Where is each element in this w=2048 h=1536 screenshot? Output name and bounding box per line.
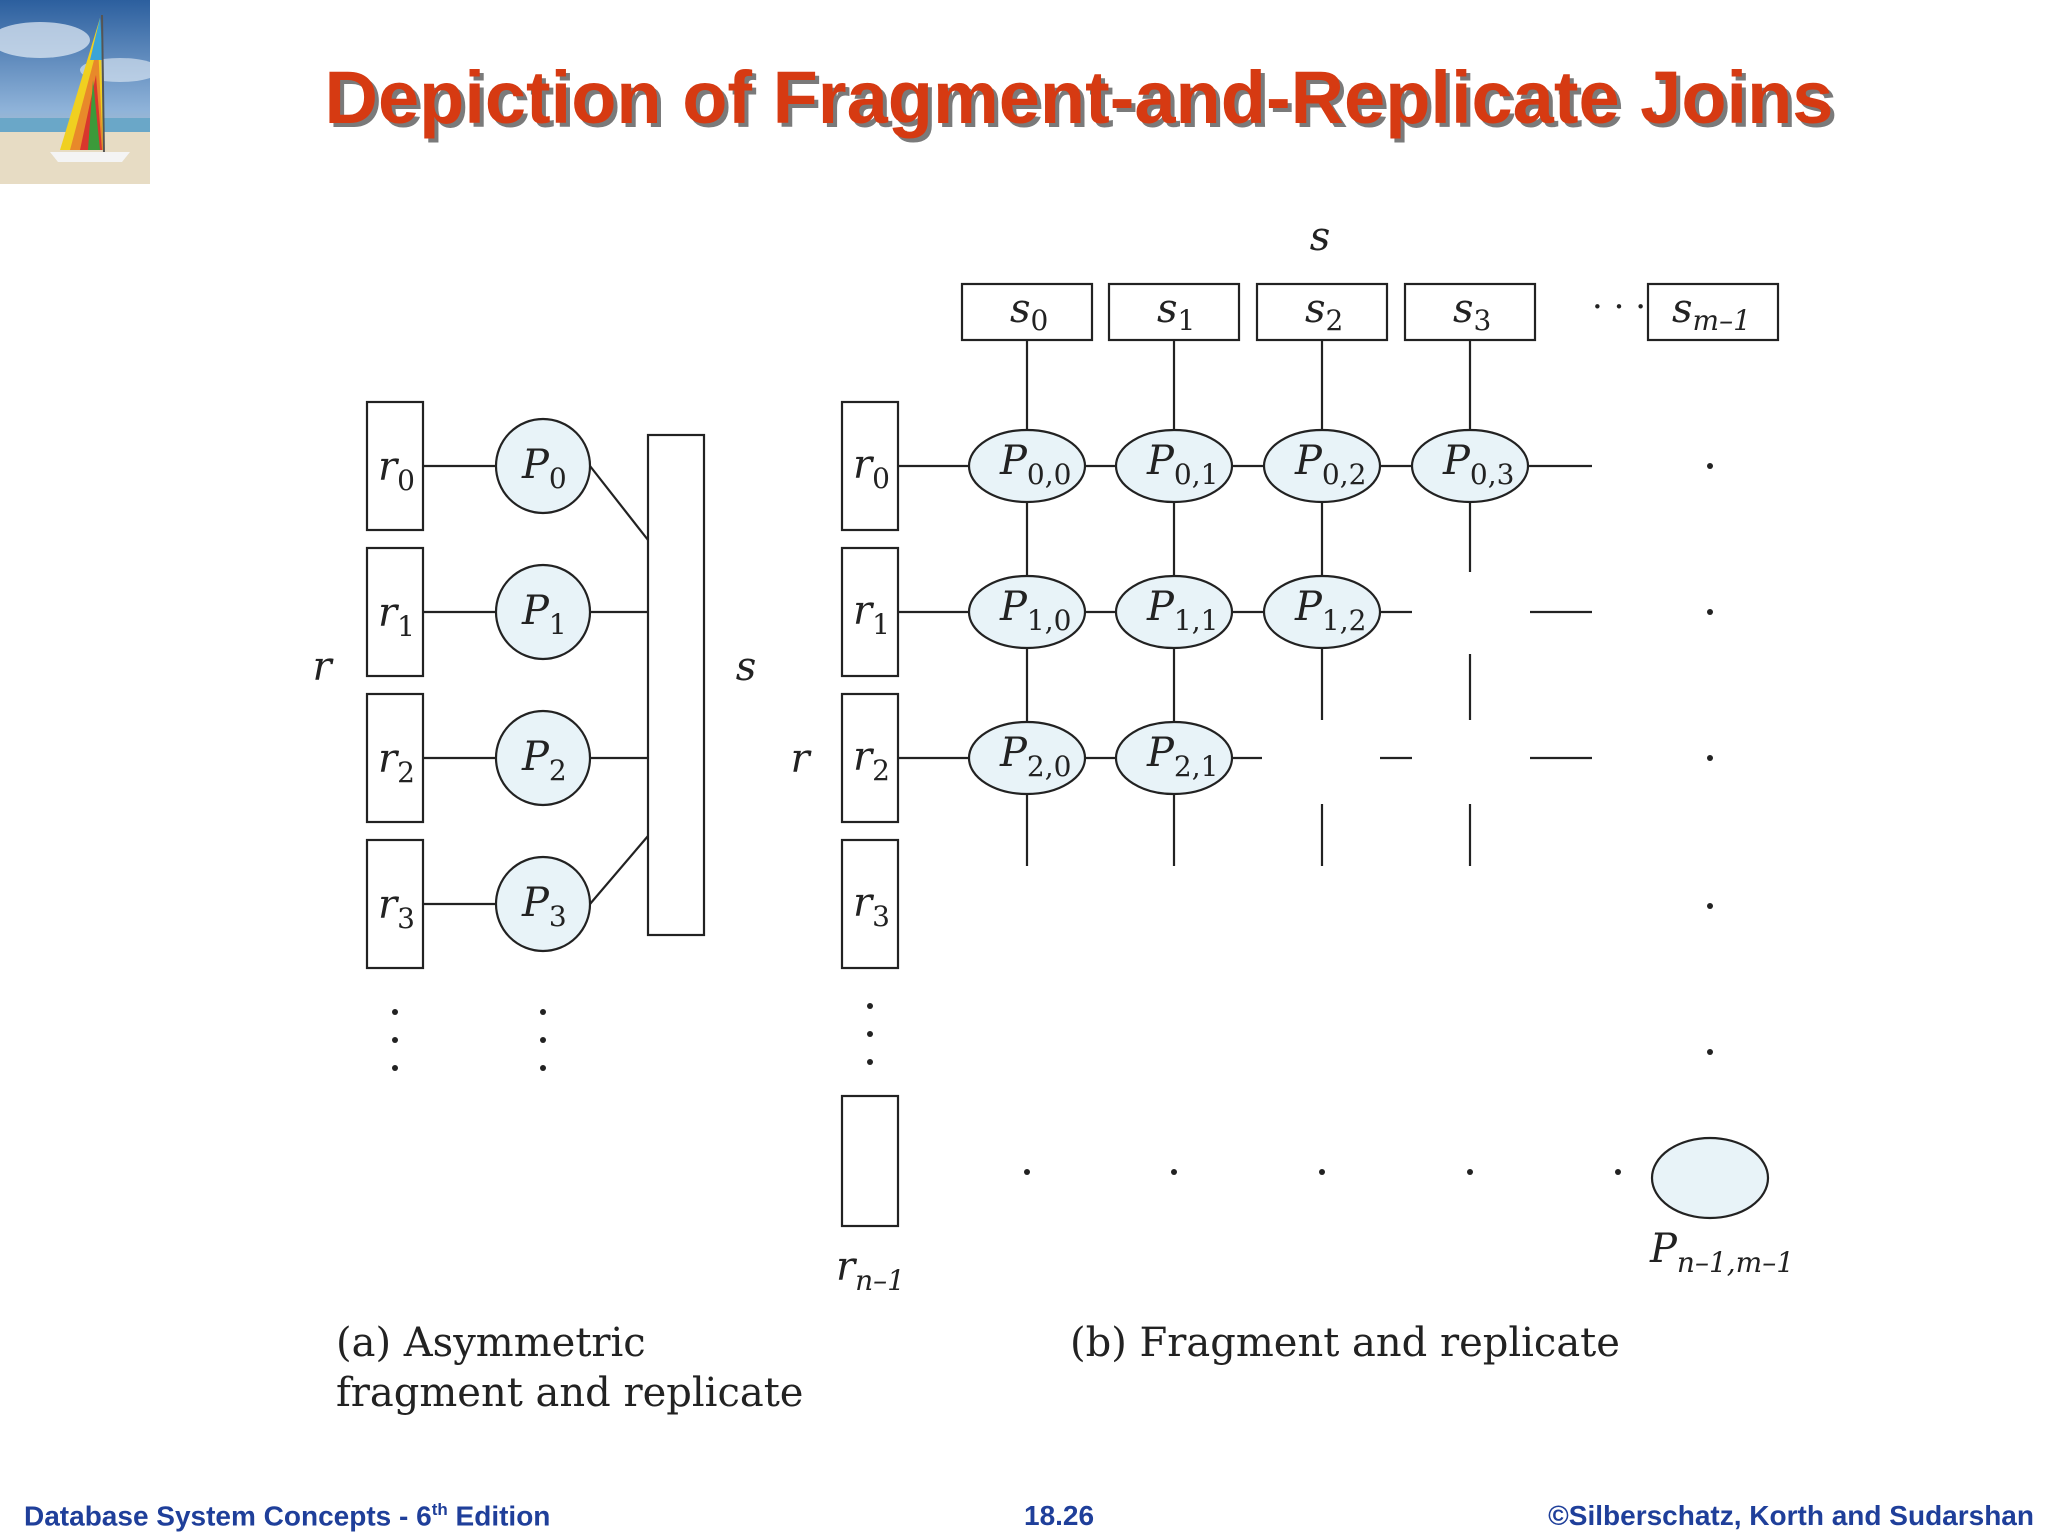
a-r2-box — [365, 692, 425, 824]
b-p03-node — [1410, 428, 1530, 504]
b-relation-s-label: s — [1310, 214, 1331, 260]
footer-copyright: ©Silberschatz, Korth and Sudarshan — [1548, 1500, 2034, 1531]
b-s3-label: s3 — [1453, 286, 1491, 337]
fragment-replicate-diagram: r s r0 r1 r2 r3 P0 P1 P2 P3 s r s0 s1 s2… — [312, 214, 1794, 1416]
b-s-ellipsis: · · · — [1592, 287, 1646, 327]
a-r3-box — [365, 838, 425, 970]
a-relation-s-label: s — [736, 644, 757, 690]
b-s3-box — [1403, 282, 1537, 342]
a-r0-box — [365, 400, 425, 532]
b-s1-box — [1107, 282, 1241, 342]
b-relation-r-label: r — [790, 736, 812, 782]
b-p02-label: P0,2 — [1294, 438, 1366, 491]
b-p12-node — [1262, 574, 1382, 650]
b-r3-box — [840, 838, 900, 970]
b-p01-node — [1114, 428, 1234, 504]
caption-a-line1: (a) Asymmetric — [336, 1320, 646, 1366]
a-s-box — [646, 433, 706, 937]
b-r2-label: r2 — [853, 734, 890, 787]
b-s2-label: s2 — [1305, 286, 1343, 337]
a-r1-label: r1 — [378, 590, 415, 643]
a-r3-label: r3 — [378, 882, 415, 935]
ellipsis-dots — [392, 463, 1713, 1175]
b-p21-node — [1114, 720, 1234, 796]
b-p00-node — [967, 428, 1087, 504]
slide-title: Depiction of Fragment-and-Replicate Join… — [324, 56, 1834, 139]
b-sm1-box — [1646, 282, 1780, 342]
b-r1-box — [840, 546, 900, 678]
a-r0-label: r0 — [378, 444, 415, 497]
b-r2-box — [840, 692, 900, 824]
diagram-a-asymmetric — [365, 400, 706, 970]
b-p03-label: P0,3 — [1442, 438, 1514, 491]
b-r0-label: r0 — [853, 442, 890, 495]
b-p20-label: P2,0 — [999, 730, 1071, 783]
b-p11-label: P1,1 — [1146, 584, 1218, 637]
b-p00-label: P0,0 — [999, 438, 1071, 491]
a-relation-r-label: r — [312, 644, 334, 690]
b-p02-node — [1262, 428, 1382, 504]
b-pn1m1-label: Pn–1,m–1 — [1649, 1226, 1794, 1279]
b-s0-label: s0 — [1010, 286, 1048, 337]
b-p20-node — [967, 720, 1087, 796]
a-p3-label: P3 — [521, 880, 567, 933]
footer-page-number: 18.26 — [1024, 1500, 1095, 1531]
b-rn1-box — [840, 1094, 900, 1228]
a-p2-label: P2 — [521, 734, 567, 787]
caption-b: (b) Fragment and replicate — [1070, 1320, 1620, 1366]
b-p10-node — [967, 574, 1087, 650]
sailboat-logo — [0, 0, 150, 184]
a-p0-label: P0 — [521, 442, 567, 495]
b-s2-box — [1255, 282, 1389, 342]
b-p01-label: P0,1 — [1146, 438, 1218, 491]
b-p12-label: P1,2 — [1294, 584, 1366, 637]
b-s1-label: s1 — [1157, 286, 1195, 337]
b-p21-label: P2,1 — [1146, 730, 1218, 783]
b-pn1m1-node — [1650, 1136, 1770, 1220]
diagram-b-fragment-replicate — [840, 282, 1780, 1228]
b-p11-node — [1114, 574, 1234, 650]
caption-a-line2: fragment and replicate — [336, 1370, 803, 1416]
a-r1-box — [365, 546, 425, 678]
b-rn1-label: rn–1 — [836, 1244, 905, 1297]
b-sm1-label: sm–1 — [1672, 286, 1751, 337]
a-r2-label: r2 — [378, 736, 415, 789]
footer-book-title: Database System Concepts - 6th Edition — [24, 1500, 551, 1532]
b-p10-label: P1,0 — [999, 584, 1071, 637]
a-p1-label: P1 — [521, 588, 567, 641]
b-r1-label: r1 — [853, 588, 890, 641]
b-s0-box — [960, 282, 1094, 342]
b-r3-label: r3 — [853, 880, 890, 933]
